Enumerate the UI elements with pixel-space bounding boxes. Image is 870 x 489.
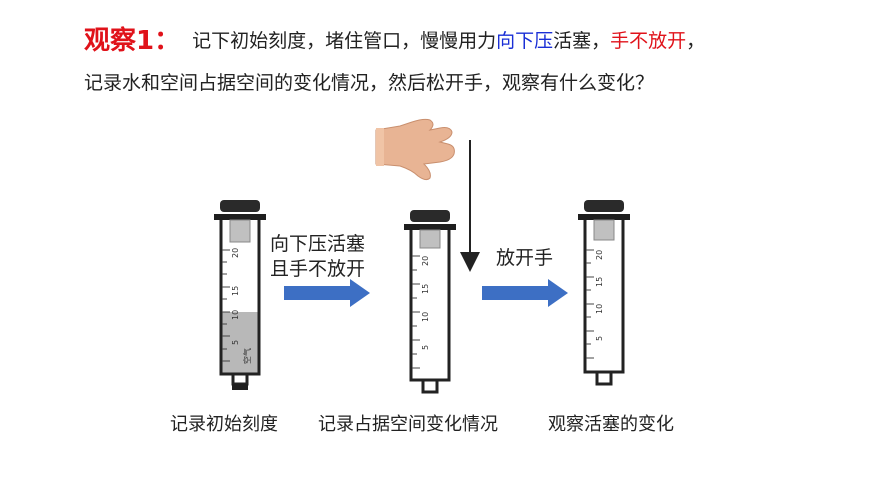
heading-text-1: 记下初始刻度，堵住管口，慢慢用力 (192, 30, 497, 52)
middle-scale-15: 15 (421, 284, 430, 294)
left-scale-5: 5 (231, 340, 240, 345)
left-scale-20: 20 (231, 248, 240, 258)
right-scale-15: 15 (595, 277, 604, 287)
step-arrow-1 (284, 279, 370, 307)
step-label-press-line1: 向下压活塞 (270, 233, 366, 255)
caption-space-change: 记录占据空间变化情况 (318, 414, 498, 435)
step-label-release: 放开手 (496, 247, 554, 269)
hand-icon (375, 118, 455, 181)
step-label-press: 向下压活塞 且手不放开 (270, 232, 365, 282)
caption-initial: 记录初始刻度 (170, 414, 278, 435)
left-air-label: 空气 (242, 348, 252, 364)
right-scale-5: 5 (595, 336, 604, 341)
heading-highlight-press: 向下压 (496, 30, 554, 52)
syringe-initial: 20 15 10 5 空气 (214, 200, 266, 390)
step-arrow-2 (482, 279, 568, 307)
left-scale-15: 15 (231, 286, 240, 296)
left-scale-10: 10 (231, 310, 240, 320)
middle-scale-20: 20 (421, 256, 430, 266)
heading-line-1: 观察1： 记下初始刻度，堵住管口，慢慢用力向下压活塞，手不放开， (84, 28, 705, 54)
caption-plunger-change: 观察活塞的变化 (548, 414, 674, 435)
middle-scale-10: 10 (421, 312, 430, 322)
heading-tag: 观察1： (84, 26, 181, 56)
syringe-pressed: 20 15 10 5 (404, 210, 456, 394)
heading-text-3: ， (686, 30, 706, 52)
right-scale-20: 20 (595, 250, 604, 260)
middle-scale-5: 5 (421, 345, 430, 350)
syringe-released: 20 15 10 5 (578, 200, 630, 386)
heading-highlight-hold: 手不放开 (610, 30, 687, 52)
step-label-press-line2: 且手不放开 (270, 258, 366, 280)
heading-text-2: 活塞， (553, 30, 611, 52)
right-scale-10: 10 (595, 304, 604, 314)
syringe-water-column (221, 312, 259, 374)
heading-line-2: 记录水和空间占据空间的变化情况，然后松开手，观察有什么变化？ (84, 72, 655, 94)
